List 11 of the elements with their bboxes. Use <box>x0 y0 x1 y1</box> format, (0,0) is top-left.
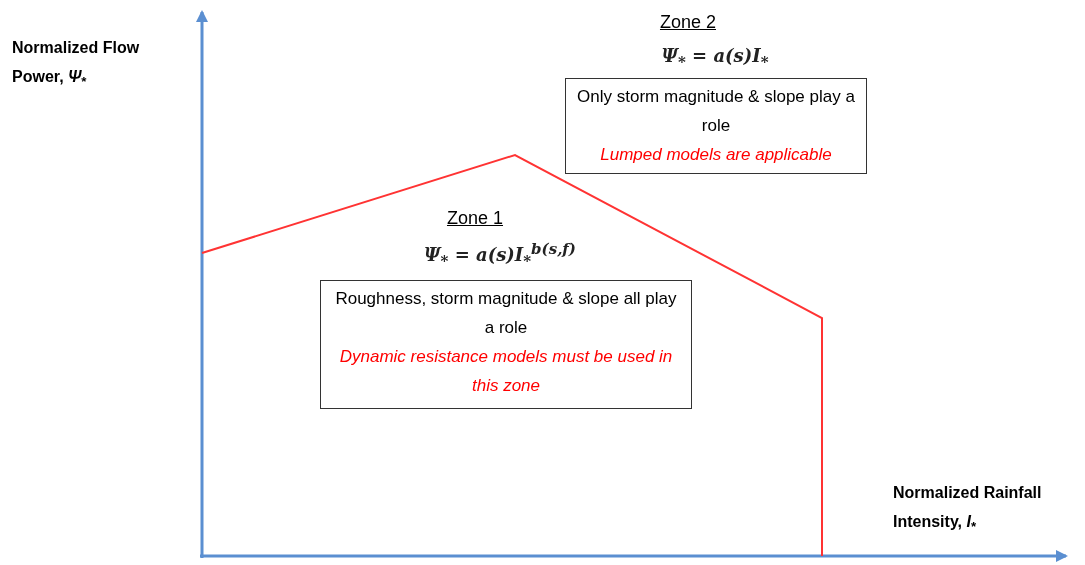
y-axis-label: Normalized Flow Power, Ψ$_{*}$ <box>12 39 140 85</box>
x-axis-label: Normalized Rainfall Intensity, I$_{*}$ <box>893 484 1042 530</box>
zone-description-box <box>320 280 692 409</box>
zone-heading: Zone 1 <box>446 208 503 228</box>
description-text: Roughness, storm magnitude & slope all play a role <box>334 288 678 339</box>
zone-description-box <box>565 78 867 174</box>
model-note: Dynamic resistance models must be used in this zone <box>338 346 674 397</box>
zone-heading: Zone 2 <box>659 12 716 32</box>
formula: Ψ$_{*}$ = a(s)I$_{*}$ <box>661 45 769 66</box>
model-note: Lumped models are applicable <box>599 144 833 166</box>
description-text: Only storm magnitude & slope play a role <box>576 86 856 137</box>
